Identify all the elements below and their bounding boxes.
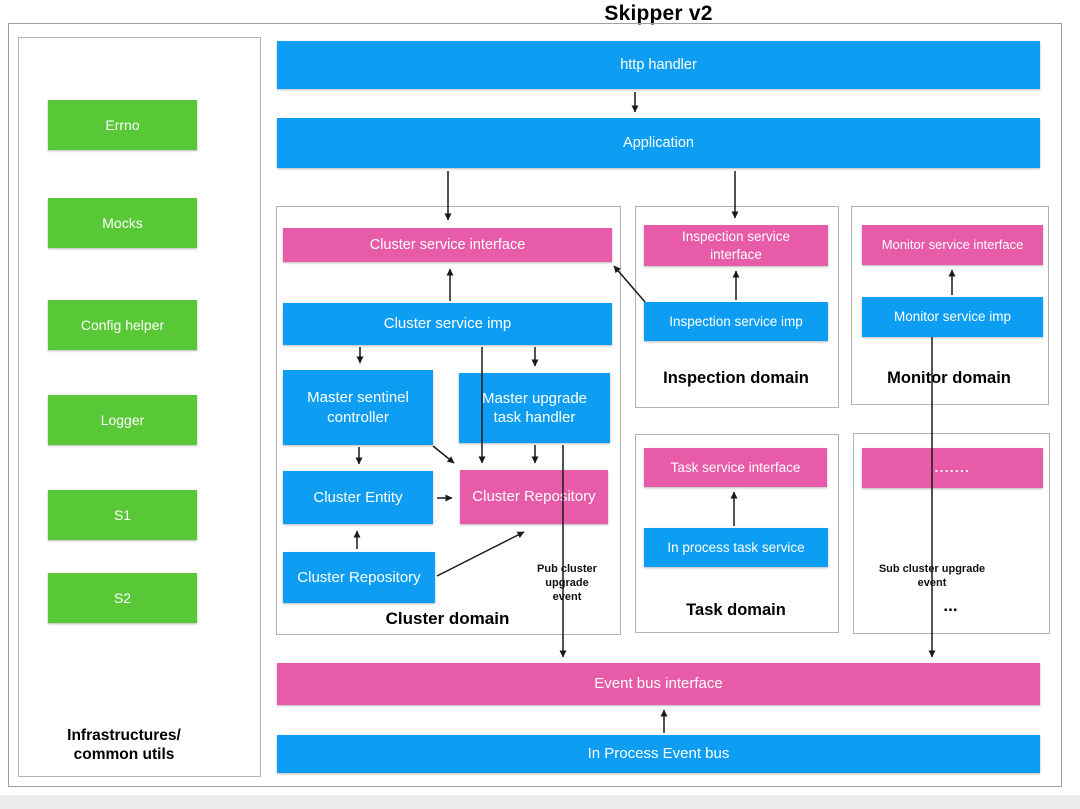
master-upgrade-task-handler-box: Master upgrade task handler: [459, 373, 610, 443]
inspection-domain-frame: [635, 206, 839, 408]
diagram-outer-frame: [8, 23, 1062, 787]
in-process-event-bus-box: In Process Event bus: [277, 735, 1040, 773]
util-box-errno: Errno: [48, 100, 197, 150]
http-handler-box: http handler: [277, 41, 1040, 89]
diagram-title: Skipper v2: [604, 2, 713, 25]
more-domain-label: ...: [943, 596, 958, 615]
in-process-task-service-box: In process task service: [644, 528, 828, 567]
cluster-entity-box: Cluster Entity: [283, 471, 433, 524]
pub-cluster-upgrade-event-note: Pub cluster upgrade event: [537, 563, 597, 603]
more-domain-frame: [853, 433, 1050, 634]
task-service-interface-box: Task service interface: [644, 448, 827, 487]
task-domain-frame: [635, 434, 839, 633]
sub-cluster-upgrade-event-note: Sub cluster upgrade event: [878, 563, 986, 589]
master-sentinel-controller-box: Master sentinel controller: [283, 370, 433, 445]
util-box-s2: S2: [48, 573, 197, 623]
cluster-service-interface-box: Cluster service interface: [283, 228, 612, 262]
monitor-domain-label: Monitor domain: [887, 369, 1011, 387]
inspection-domain-label: Inspection domain: [663, 369, 809, 387]
util-box-mocks: Mocks: [48, 198, 197, 248]
monitor-service-interface-box: Monitor service interface: [862, 225, 1043, 265]
infrastructures-frame: [18, 37, 261, 777]
util-box-config-helper: Config helper: [48, 300, 197, 350]
inspection-service-interface-box: Inspection service interface: [644, 225, 828, 266]
infrastructures-label: Infrastructures/ common utils: [67, 727, 181, 764]
cluster-repository-box: Cluster Repository: [283, 552, 435, 603]
application-box: Application: [277, 118, 1040, 168]
cluster-service-imp-box: Cluster service imp: [283, 303, 612, 345]
inspection-service-imp-box: Inspection service imp: [644, 302, 828, 341]
event-bus-interface-box: Event bus interface: [277, 663, 1040, 705]
cluster-domain-label: Cluster domain: [385, 609, 510, 628]
monitor-domain-frame: [851, 206, 1049, 405]
util-box-logger: Logger: [48, 395, 197, 445]
monitor-service-imp-box: Monitor service imp: [862, 297, 1043, 337]
cluster-repository-interface-box: Cluster Repository: [460, 470, 608, 524]
more-service-interface-box: .......: [862, 448, 1043, 488]
task-domain-label: Task domain: [686, 601, 786, 619]
bottom-band: [0, 795, 1080, 809]
util-box-s1: S1: [48, 490, 197, 540]
